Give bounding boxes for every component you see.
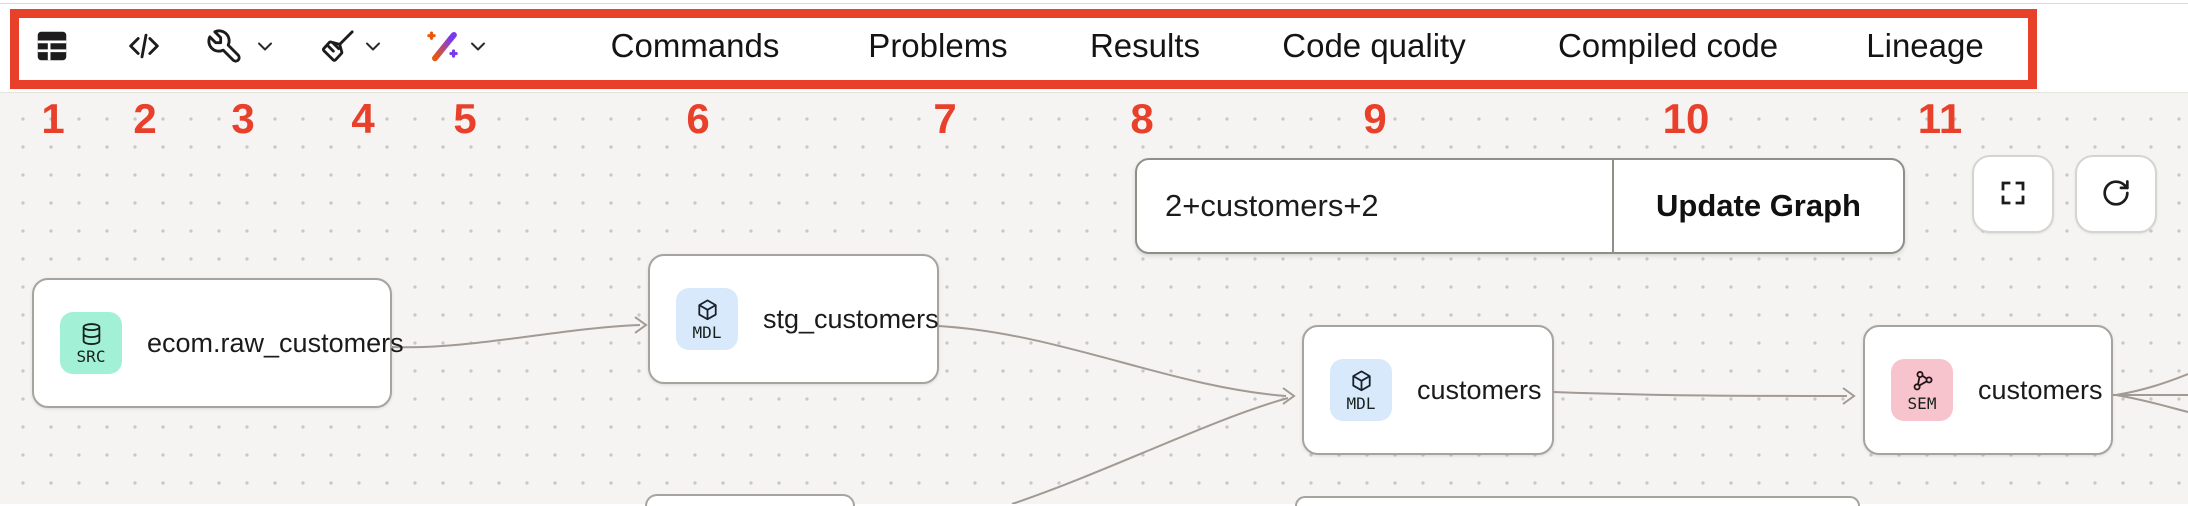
tab-commands[interactable]: Commands [611, 0, 780, 92]
clean-button[interactable] [318, 0, 358, 92]
graph-filter-widget: Update Graph [1135, 158, 1905, 254]
clean-menu-button[interactable] [361, 0, 385, 92]
node-title: customers [1417, 374, 1542, 405]
graph-filter-input[interactable] [1137, 160, 1612, 252]
fullscreen-button[interactable] [1972, 155, 2054, 233]
node-customers-mdl[interactable]: MDL customers [1302, 325, 1554, 455]
edge-sem-out-down [2115, 394, 2188, 413]
node-type-badge: MDL [1330, 359, 1392, 421]
database-icon [78, 321, 105, 348]
fix-menu-button[interactable] [253, 0, 277, 92]
edge-src-to-stg [391, 324, 641, 349]
cube-icon [694, 297, 721, 324]
chevron-down-icon [466, 34, 490, 58]
edge-stg-to-customers [937, 325, 1287, 397]
tab-problems[interactable]: Problems [868, 0, 1007, 92]
tab-results[interactable]: Results [1090, 0, 1200, 92]
chevron-down-icon [253, 34, 277, 58]
table-icon [33, 27, 71, 65]
node-title: stg_customers [763, 303, 939, 334]
chevron-down-icon [361, 34, 385, 58]
top-divider [0, 3, 2188, 4]
filter-divider [1612, 160, 1614, 252]
code-icon [124, 26, 164, 66]
refresh-button[interactable] [2075, 155, 2157, 233]
lineage-edges [391, 316, 2188, 504]
node-partial-bottom-left[interactable] [645, 494, 855, 506]
edge-arrowhead [634, 316, 648, 334]
edge-bottom-to-customers [1011, 397, 1289, 504]
tab-compiled-code[interactable]: Compiled code [1558, 0, 1778, 92]
update-graph-button[interactable]: Update Graph [1614, 160, 1903, 252]
node-stg-customers[interactable]: MDL stg_customers [648, 254, 939, 384]
code-button[interactable] [124, 0, 164, 92]
node-type-badge: MDL [676, 288, 738, 350]
node-title: ecom.raw_customers [147, 327, 404, 358]
node-type-label: MDL [1346, 394, 1376, 413]
wrench-icon [204, 26, 244, 66]
node-partial-bottom-center[interactable] [1295, 496, 1860, 506]
magic-wand-icon [421, 25, 463, 67]
node-customers-sem[interactable]: SEM customers [1863, 325, 2113, 455]
edge-arrowhead [1842, 387, 1856, 405]
ai-assist-menu-button[interactable] [466, 0, 490, 92]
node-ecom-raw-customers[interactable]: SRC ecom.raw_customers [32, 278, 404, 408]
semantic-network-icon [1909, 368, 1936, 395]
ai-assist-button[interactable] [421, 0, 463, 92]
fullscreen-icon [1997, 177, 2029, 212]
cube-icon [1348, 368, 1375, 395]
node-type-badge: SEM [1891, 359, 1953, 421]
edge-customers-to-sem [1552, 391, 1848, 397]
table-button[interactable] [33, 0, 71, 92]
node-type-label: SEM [1907, 394, 1937, 413]
tab-lineage[interactable]: Lineage [1866, 0, 1983, 92]
tab-code-quality[interactable]: Code quality [1282, 0, 1465, 92]
edge-arrowhead [1282, 387, 1296, 405]
node-type-label: MDL [692, 323, 722, 342]
node-title: customers [1978, 374, 2103, 405]
broom-icon [318, 26, 358, 66]
fix-button[interactable] [204, 0, 244, 92]
node-type-badge: SRC [60, 312, 122, 374]
node-type-label: SRC [76, 347, 106, 366]
edge-sem-out-up [2115, 373, 2188, 396]
refresh-icon [2099, 176, 2133, 213]
